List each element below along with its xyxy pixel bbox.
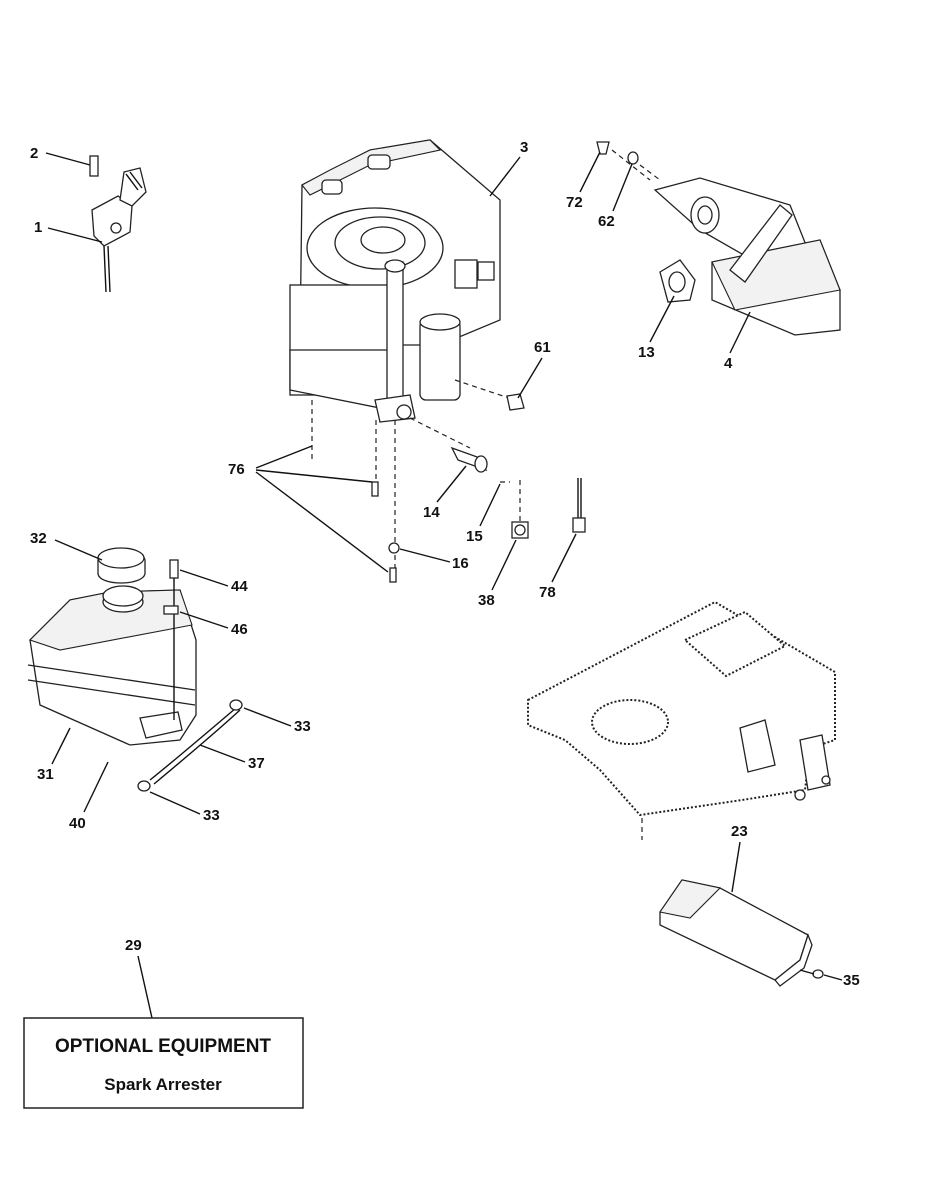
leader-78 (551, 533, 577, 583)
leader-76-a (255, 445, 313, 469)
engine-drawing (289, 139, 516, 575)
optional-equipment-box: OPTIONAL EQUIPMENT Spark Arrester (23, 1017, 304, 1109)
leader-14 (436, 465, 467, 503)
leader-15 (479, 483, 501, 527)
heat-shield-drawing (659, 879, 824, 987)
throttle-control-drawing (89, 155, 147, 293)
label-33-bottom: 33 (203, 807, 220, 824)
label-72: 72 (566, 194, 583, 211)
leader-3 (489, 156, 521, 197)
label-38: 38 (478, 592, 495, 609)
label-46: 46 (231, 621, 248, 638)
label-13: 13 (638, 344, 655, 361)
optional-equipment-title: OPTIONAL EQUIPMENT (55, 1036, 271, 1057)
leader-35 (823, 974, 843, 981)
muffler-drawing (596, 141, 841, 336)
leader-76-c (255, 471, 389, 573)
leader-33-top (243, 707, 292, 727)
leader-33-bottom (149, 791, 201, 815)
leader-76-b (255, 469, 373, 483)
leader-13 (649, 295, 675, 343)
leader-46 (179, 611, 229, 629)
frame-plate-drawing (527, 600, 836, 840)
leader-40 (83, 761, 109, 813)
leader-29 (137, 955, 153, 1019)
leader-1 (47, 227, 103, 243)
label-1: 1 (34, 219, 42, 236)
label-61: 61 (534, 339, 551, 356)
label-23: 23 (731, 823, 748, 840)
label-33-top: 33 (294, 718, 311, 735)
leader-62 (612, 163, 633, 212)
leader-31 (51, 727, 71, 765)
label-76: 76 (228, 461, 245, 478)
label-35: 35 (843, 972, 860, 989)
label-44: 44 (231, 578, 248, 595)
label-16: 16 (452, 555, 469, 572)
leader-61 (517, 357, 543, 399)
leader-32 (54, 539, 103, 561)
label-2: 2 (30, 145, 38, 162)
leader-4 (729, 311, 751, 354)
label-37: 37 (248, 755, 265, 772)
leader-72 (579, 151, 601, 193)
label-3: 3 (520, 139, 528, 156)
leader-23 (731, 841, 741, 893)
fuel-tank-drawing (27, 547, 243, 792)
label-31: 31 (37, 766, 54, 783)
label-40: 40 (69, 815, 86, 832)
label-62: 62 (598, 213, 615, 230)
engine-fasteners-drawing (371, 393, 586, 583)
optional-equipment-border (23, 1017, 304, 1109)
label-15: 15 (466, 528, 483, 545)
optional-equipment-subtitle: Spark Arrester (104, 1075, 222, 1094)
leader-37 (199, 744, 246, 763)
leader-2 (45, 152, 91, 166)
label-78: 78 (539, 584, 556, 601)
leader-16 (399, 548, 451, 563)
label-14: 14 (423, 504, 440, 521)
leader-44 (179, 569, 229, 587)
label-4: 4 (724, 355, 733, 372)
label-32: 32 (30, 530, 47, 547)
leader-38 (491, 539, 517, 591)
label-29: 29 (125, 937, 142, 954)
